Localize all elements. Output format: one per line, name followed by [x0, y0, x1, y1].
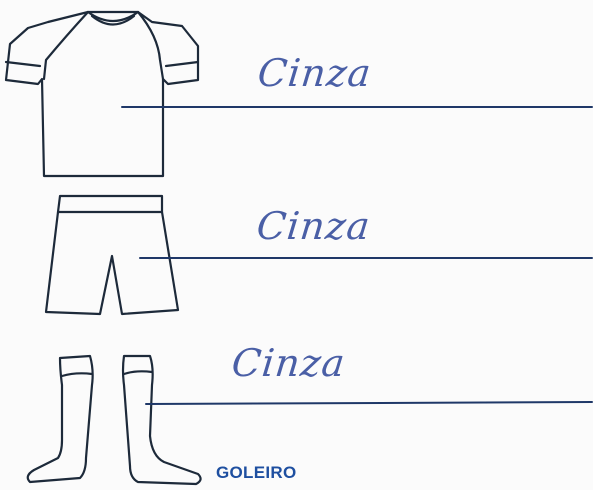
shirt-icon — [4, 10, 200, 178]
socks-color-answer: Cinza — [229, 341, 348, 385]
shorts-color-answer: Cinza — [254, 204, 373, 248]
answer-lines — [121, 106, 593, 405]
socks-answer-line — [145, 401, 593, 405]
shirt-color-answer: Cinza — [255, 51, 374, 95]
socks-icon — [26, 354, 202, 486]
shorts-icon — [44, 194, 180, 316]
uniform-caption: GOLEIRO — [216, 463, 297, 482]
